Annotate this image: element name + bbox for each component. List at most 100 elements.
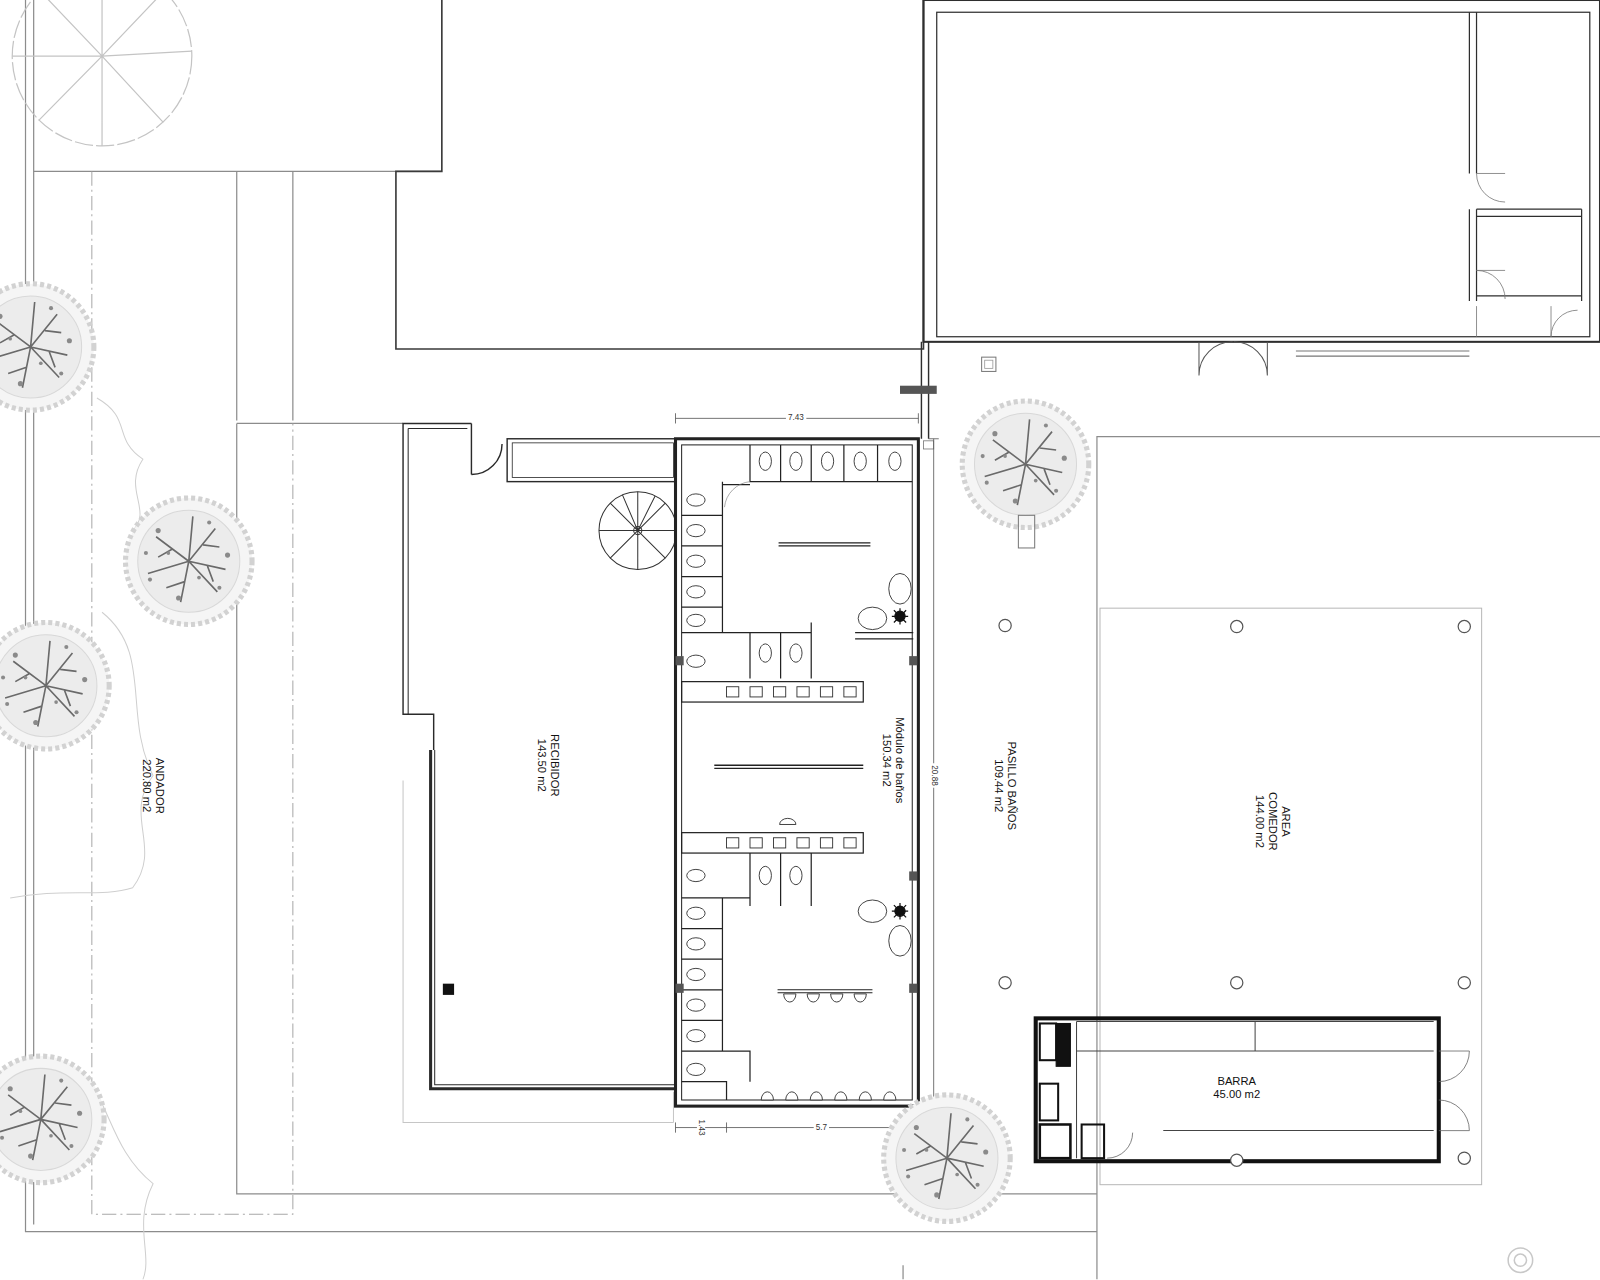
sanitary-fixtures: [790, 452, 802, 470]
top-right-building: [923, 0, 1600, 376]
sanitary-fixtures: [759, 644, 771, 662]
sanitary-fixtures: [759, 866, 771, 884]
light-fixture: [1508, 1248, 1532, 1272]
lot-dashed-line: [92, 171, 293, 1214]
bathroom-module: [676, 656, 684, 665]
top-left-tree: [12, 0, 192, 146]
barra-structure: [1036, 1018, 1470, 1161]
room-label: AREA COMEDOR144.00 m2: [1252, 786, 1292, 857]
bathroom-module: [750, 445, 912, 482]
room-area-value: 45.00 m2: [1213, 1088, 1260, 1101]
room-name: BARRA: [1213, 1074, 1260, 1087]
sanitary-fixtures: [889, 452, 901, 470]
top-right-building: [982, 357, 996, 371]
room-label: RECIBIDOR143.50 m2: [535, 734, 562, 796]
site-lines: [1097, 437, 1600, 1280]
recibidor-walls: [435, 750, 676, 1085]
top-left-tree: [12, 0, 192, 146]
sanitary-fixtures: [687, 555, 705, 567]
bathroom-module: [909, 656, 917, 665]
room-area-value: 220.80 m2: [140, 758, 153, 814]
dimension-label: 5.7: [814, 1123, 829, 1131]
room-area: ANDADOR220.80 m2: [37, 173, 235, 1224]
top-right-building: [1477, 306, 1578, 337]
sanitary-fixtures: [687, 452, 911, 1100]
dimension-lines: [676, 1122, 916, 1132]
bathroom-module: [682, 445, 913, 1100]
room-area: Módulo de baños150.34 m2: [684, 449, 915, 1098]
room-area-value: 109.44 m2: [992, 742, 1005, 830]
site-lines: [34, 0, 442, 171]
tree: [884, 1095, 1011, 1222]
spiral-stair: [599, 492, 677, 570]
top-left-tree: [12, 0, 192, 146]
service-wall: [900, 342, 937, 449]
top-right-building: [937, 12, 1590, 336]
bathroom-module: [714, 765, 863, 768]
recibidor-walls: [512, 443, 673, 478]
sanitary-fixtures: [750, 687, 762, 697]
service-wall: [923, 441, 933, 449]
sanitary-fixtures: [687, 968, 705, 980]
sanitary-fixtures: [854, 452, 866, 470]
sanitary-fixtures: [820, 838, 832, 848]
top-right-building: [1469, 12, 1581, 301]
recibidor-walls: [431, 750, 676, 1089]
sanitary-fixtures: [687, 614, 705, 626]
sanitary-fixtures: [820, 687, 832, 697]
sanitary-fixtures: [844, 838, 856, 848]
tree-trunk-marker: [1018, 515, 1034, 548]
roof-outline: [403, 781, 673, 1123]
tree: [0, 284, 94, 411]
sanitary-fixtures: [687, 655, 705, 667]
tree: [0, 284, 1089, 1222]
sanitary-fixtures: [773, 838, 785, 848]
room-name: AREA COMEDOR: [1266, 786, 1293, 857]
bathroom-module: [909, 984, 917, 993]
recibidor-walls: [507, 439, 675, 482]
sanitary-fixtures: [727, 687, 739, 697]
column: [1458, 1152, 1470, 1164]
sanitary-fixtures: [797, 687, 809, 697]
dimension-label: 20.88: [930, 763, 938, 788]
sanitary-fixtures: [797, 838, 809, 848]
sanitary-fixtures: [750, 838, 762, 848]
bathroom-module: [676, 439, 919, 1106]
column: [1231, 977, 1243, 989]
barra-structure: [1040, 1084, 1058, 1121]
column: [1458, 620, 1470, 632]
sanitary-fixtures: [687, 1063, 705, 1075]
sanitary-fixtures: [844, 687, 856, 697]
dimension-label: 1.43: [697, 1118, 705, 1138]
bathroom-module: [724, 482, 750, 508]
recibidor-walls: [408, 429, 467, 715]
room-name: Módulo de baños: [893, 717, 906, 803]
top-right-building: [1477, 270, 1506, 299]
sanitary-fixtures: [687, 869, 705, 881]
bathroom-module: [676, 439, 919, 1106]
bathroom-module: [682, 482, 812, 679]
sanitary-fixtures: [790, 866, 802, 884]
sanitary-fixtures: [687, 524, 705, 536]
room-area: AREA COMEDOR144.00 m2: [1102, 633, 1480, 970]
sanitary-fixtures: [889, 926, 911, 957]
dimension-lines: [676, 413, 939, 1132]
bathroom-module: [682, 853, 812, 1100]
barra-structure: [1040, 1124, 1071, 1158]
tree-trunk-marker: [1018, 515, 1034, 548]
sanitary-fixtures: [687, 907, 705, 919]
barra-structure: [1082, 1124, 1104, 1158]
spiral-stair: [599, 492, 677, 570]
plant-pot: [892, 608, 908, 919]
top-right-building: [1296, 351, 1469, 356]
sanitary-fixtures: [687, 1030, 705, 1042]
room-label: BARRA45.00 m2: [1213, 1074, 1260, 1101]
sanitary-fixtures: [790, 644, 802, 662]
column: [999, 619, 1470, 1166]
tree: [962, 401, 1089, 528]
column: [1458, 977, 1470, 989]
plant-pot: [892, 903, 908, 919]
sanitary-fixtures: [821, 452, 833, 470]
recibidor-walls: [443, 984, 454, 995]
